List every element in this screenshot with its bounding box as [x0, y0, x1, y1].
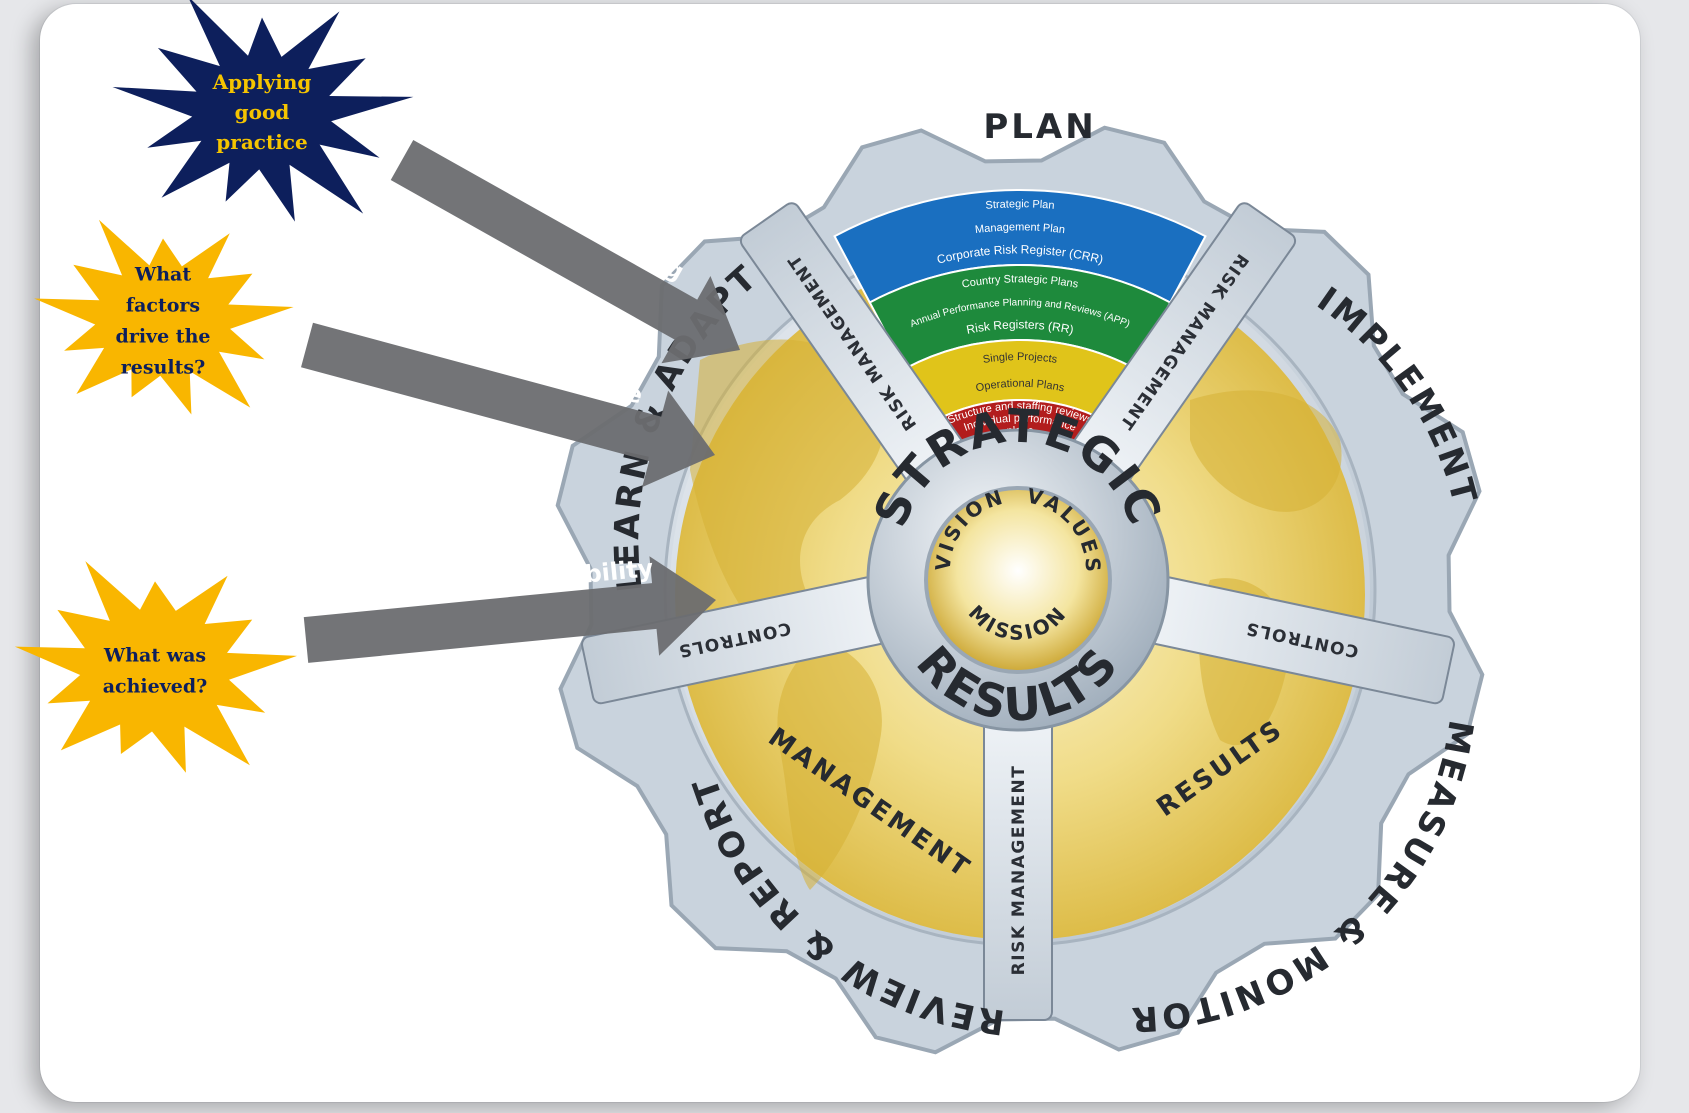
star-text: What was	[103, 645, 206, 667]
star-text: What	[134, 264, 191, 286]
plan-band-text: Country Strategic Plans	[961, 273, 1080, 291]
star-text: practice	[216, 130, 307, 154]
callout-star-3: What was achieved?	[14, 561, 298, 773]
star-text: drive the	[116, 326, 211, 348]
arrow-shape	[301, 322, 715, 488]
callout-star-2: What factors drive the results?	[34, 219, 294, 415]
callout-star-1: Applying good practice	[112, 0, 414, 222]
star-text: Applying	[212, 70, 312, 94]
plan-band-text: Operational Plans	[975, 378, 1066, 395]
arrow-shape	[390, 139, 740, 364]
spoke-label: RISK MANAGEMENT	[1009, 765, 1029, 976]
plan-band-text: Risk Registers (RR)	[965, 317, 1075, 336]
hub-core	[924, 486, 1112, 674]
spoke-controls-left: CONTROLS	[581, 576, 888, 705]
plan-band-text: Strategic Plan	[985, 198, 1055, 212]
star-text: achieved?	[103, 676, 208, 698]
plan-band-text: Single Projects	[982, 351, 1058, 366]
arrow-shape	[303, 556, 717, 663]
plan-band-text: Management Plan	[974, 221, 1065, 236]
spoke-risk-management-bottom: RISK MANAGEMENT	[983, 719, 1053, 1021]
star-shape	[112, 0, 414, 222]
ring-label-plan: PLAN	[983, 107, 1096, 147]
spoke-controls-right: CONTROLS	[1148, 576, 1455, 705]
star-text: good	[235, 100, 290, 124]
star-shape	[34, 219, 294, 415]
star-text: results?	[121, 357, 205, 379]
star-text: factors	[126, 295, 200, 317]
star-shape	[14, 561, 298, 773]
